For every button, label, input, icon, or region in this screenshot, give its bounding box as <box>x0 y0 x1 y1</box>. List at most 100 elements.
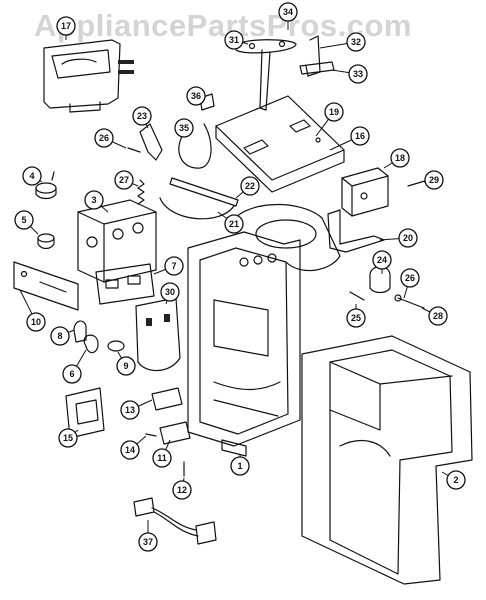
part-3-housing <box>77 199 157 283</box>
part-23-lever <box>127 123 163 161</box>
callout-35: 35 <box>174 118 194 138</box>
callout-label-36: 36 <box>191 91 201 101</box>
callout-label-5: 5 <box>21 215 26 225</box>
callout-circle-16 <box>350 126 370 146</box>
part-36-clip <box>199 93 215 111</box>
callout-label-27: 27 <box>119 175 129 185</box>
callout-10: 10 <box>19 289 46 332</box>
callout-label-22: 22 <box>245 181 255 191</box>
callout-label-34: 34 <box>283 7 293 17</box>
callout-5: 5 <box>14 210 39 235</box>
callout-circle-10 <box>26 312 46 332</box>
callout-circle-20 <box>398 228 418 248</box>
callout-label-14: 14 <box>125 445 135 455</box>
callout-15: 15 <box>58 428 79 448</box>
callout-label-3: 3 <box>91 195 96 205</box>
callout-label-26a: 26 <box>99 133 109 143</box>
part-24-motor <box>369 265 391 294</box>
callout-19: 19 <box>315 102 344 137</box>
callout-label-26b: 26 <box>405 273 415 283</box>
callout-33: 33 <box>331 64 368 84</box>
callout-label-17: 17 <box>61 21 71 31</box>
part-5-switch <box>37 233 55 250</box>
callout-circle-21 <box>224 214 244 234</box>
part-22-rod <box>169 177 239 207</box>
callout-6: 6 <box>62 349 87 384</box>
callout-circle-15 <box>58 428 78 448</box>
callout-label-23: 23 <box>137 111 147 121</box>
callout-label-10: 10 <box>31 317 41 327</box>
callout-label-21: 21 <box>229 219 239 229</box>
callout-circle-19 <box>324 102 344 122</box>
part-20-bracket <box>327 209 385 253</box>
part-16-bracket <box>215 95 345 193</box>
part-17-control-unit <box>43 39 134 113</box>
part-8-lamp <box>73 320 87 343</box>
callout-36: 36 <box>186 86 206 106</box>
callout-circle-30 <box>160 282 180 302</box>
part-31-bracket <box>235 39 297 111</box>
callout-circle-8 <box>50 326 70 346</box>
callout-circle-12 <box>172 480 192 500</box>
callout-label-28: 28 <box>433 311 443 321</box>
callout-circle-28 <box>428 306 448 326</box>
callout-circle-7 <box>164 256 184 276</box>
callout-32: 32 <box>319 32 366 52</box>
callout-circle-26a <box>94 128 114 148</box>
part-2-insulation <box>301 335 473 585</box>
callout-label-12: 12 <box>177 485 187 495</box>
callout-label-31: 31 <box>229 35 239 45</box>
callout-label-11: 11 <box>157 453 167 463</box>
part-15-panel <box>65 387 105 439</box>
callout-label-2: 2 <box>453 475 458 485</box>
part-14-screw <box>145 433 157 437</box>
callout-circle-29 <box>424 170 444 190</box>
callout-1: 1 <box>230 454 250 476</box>
part-9-switch <box>107 340 125 352</box>
callout-22: 22 <box>235 176 260 199</box>
callout-9: 9 <box>116 351 136 376</box>
part-37-harness <box>133 497 217 545</box>
part-10-plate <box>13 261 79 311</box>
part-21-cable <box>159 197 235 220</box>
callout-11: 11 <box>152 439 172 468</box>
callout-16: 16 <box>329 126 370 151</box>
callout-label-4: 4 <box>29 171 34 181</box>
callout-circle-22 <box>240 176 260 196</box>
callout-circle-35 <box>174 118 194 138</box>
callout-circle-27 <box>114 170 134 190</box>
callout-label-25: 25 <box>351 313 361 323</box>
callout-circle-23 <box>132 106 152 126</box>
part-28-screw <box>394 294 425 309</box>
callout-label-18: 18 <box>395 153 405 163</box>
callout-label-24: 24 <box>377 255 387 265</box>
callout-label-32: 32 <box>351 37 361 47</box>
callout-3: 3 <box>84 190 109 213</box>
callout-14: 14 <box>120 435 147 460</box>
callout-label-35: 35 <box>179 123 189 133</box>
callout-circle-2 <box>446 470 466 490</box>
callout-37: 37 <box>138 520 158 552</box>
callout-circle-9 <box>116 356 136 376</box>
callout-circle-13 <box>120 400 140 420</box>
callout-34: 34 <box>278 2 298 30</box>
callout-24: 24 <box>372 250 392 274</box>
callout-26b: 26 <box>400 268 420 299</box>
callout-label-8: 8 <box>57 331 62 341</box>
callout-label-9: 9 <box>123 361 128 371</box>
callout-25: 25 <box>346 304 366 328</box>
callout-circle-34 <box>278 2 298 22</box>
callout-label-7: 7 <box>171 261 176 271</box>
callout-26a: 26 <box>94 128 127 149</box>
part-13-bracket <box>151 387 183 411</box>
callout-23: 23 <box>132 106 152 129</box>
callout-circle-36 <box>186 86 206 106</box>
callout-label-15: 15 <box>63 433 73 443</box>
callout-label-16: 16 <box>355 131 365 141</box>
callout-circle-18 <box>390 148 410 168</box>
part-6-bulb <box>83 334 99 354</box>
part-1-main-housing <box>187 203 341 457</box>
callout-29: 29 <box>423 170 444 190</box>
part-27-spring <box>137 179 145 205</box>
